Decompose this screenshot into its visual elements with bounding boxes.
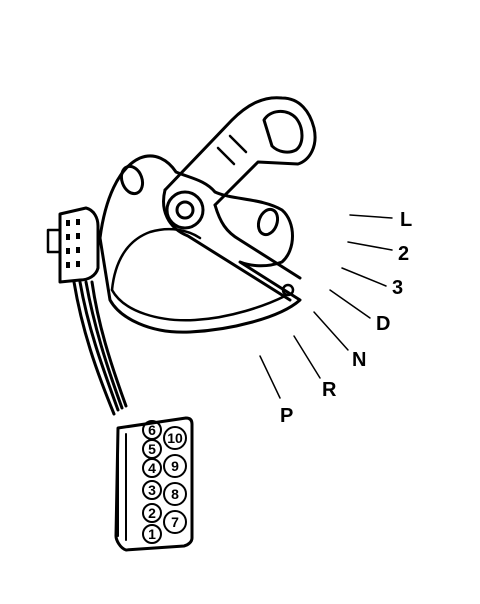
svg-text:7: 7 [171,514,179,530]
gear-label-N: N [352,349,366,371]
wire-harness [72,280,128,416]
pin-1: 1 [142,524,162,544]
gear-label-R: R [322,379,337,401]
switch-housing [98,154,302,334]
pin-7: 7 [163,510,187,534]
svg-text:2: 2 [148,505,156,521]
gear-label-2: 2 [398,243,409,265]
svg-text:4: 4 [148,460,156,476]
svg-text:9: 9 [171,458,179,474]
pin-8: 8 [163,482,187,506]
svg-text:1: 1 [148,526,156,542]
gear-label-3: 3 [392,277,403,299]
svg-text:5: 5 [148,441,156,457]
svg-text:6: 6 [148,422,156,438]
connector-pinout: 1 2 3 4 5 6 7 8 [114,416,194,552]
svg-text:10: 10 [167,430,183,446]
svg-text:8: 8 [171,486,179,502]
pin-3: 3 [142,480,162,500]
housing-connector-pins [66,219,80,268]
selector-lever [162,96,317,302]
pin-5: 5 [142,439,162,459]
pin-4: 4 [142,458,162,478]
pin-6: 6 [142,420,162,440]
gear-label-D: D [376,313,390,335]
pin-10: 10 [163,426,187,450]
gear-label-L: L [400,209,412,231]
gear-label-P: P [280,405,293,427]
pin-9: 9 [163,454,187,478]
housing-connector [46,206,100,284]
position-leader-lines [259,214,393,399]
pin-2: 2 [142,503,162,523]
gear-position-labels: L 2 3 D N R P [280,209,412,427]
svg-text:3: 3 [148,482,156,498]
